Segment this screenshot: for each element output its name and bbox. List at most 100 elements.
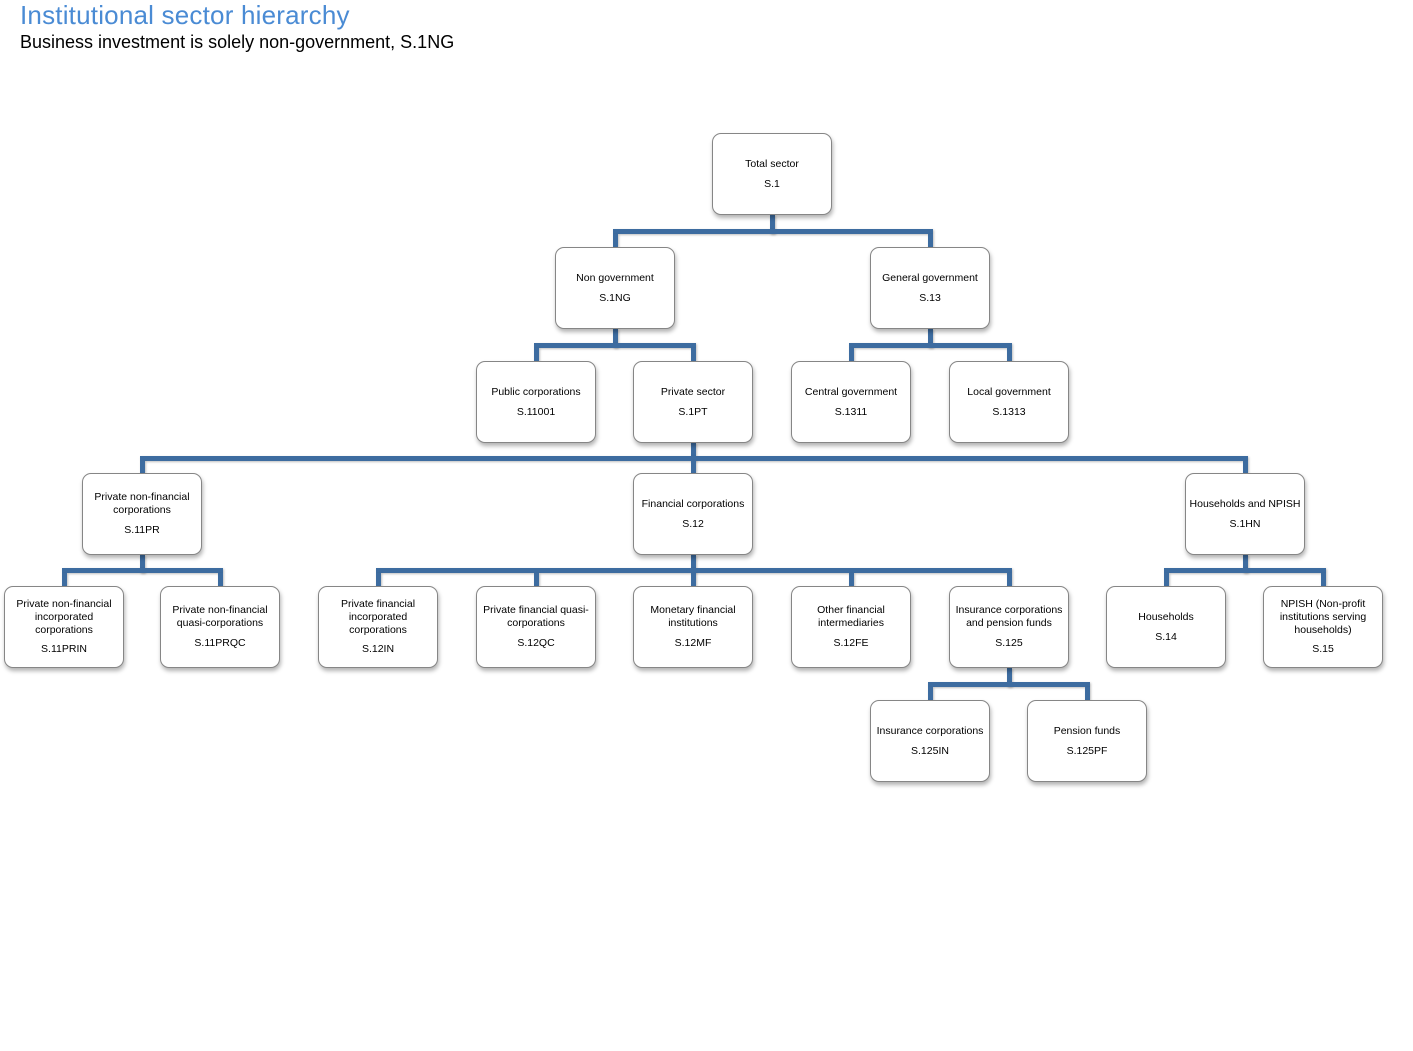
node-code: S.11001	[516, 405, 556, 418]
node-code: S.125	[995, 636, 1023, 649]
connector-segment	[690, 461, 696, 473]
connector-segment	[61, 568, 223, 573]
node-code: S.125IN	[911, 744, 949, 757]
org-node-s125: Insurance corporations and pension funds…	[949, 586, 1069, 668]
node-code: S.1HN	[1229, 517, 1261, 530]
node-label: NPISH (Non-profit institutions serving h…	[1279, 597, 1367, 636]
node-label: Private non-financial quasi-corporations	[172, 604, 268, 630]
org-node-s11prin: Private non-financial incorporated corpo…	[4, 586, 124, 668]
connector-segment	[1242, 555, 1248, 573]
node-label: Public corporations	[491, 385, 581, 398]
node-code: S.12MF	[674, 636, 712, 649]
node-code: S.12QC	[517, 636, 555, 649]
connector-segment	[690, 443, 696, 461]
node-code: S.1313	[992, 405, 1026, 418]
node-code: S.11PRIN	[41, 643, 87, 656]
connector-segment	[927, 234, 933, 247]
connector-segment	[1006, 573, 1012, 586]
node-label: Total sector	[745, 157, 799, 170]
connector-segment	[612, 234, 618, 247]
node-label: Local government	[967, 385, 1051, 398]
node-label: Non government	[576, 271, 654, 284]
connector-segment	[217, 573, 223, 586]
node-label: Private non-financial corporations	[94, 491, 190, 517]
node-code: S.12FE	[833, 636, 869, 649]
connector-segment	[927, 687, 933, 700]
node-label: Private non-financial incorporated corpo…	[16, 597, 112, 636]
node-code: S.11PR	[124, 523, 160, 536]
connector-segment	[1084, 687, 1090, 700]
connector-segment	[1006, 348, 1012, 361]
node-label: General government	[882, 271, 978, 284]
node-code: S.1	[764, 177, 780, 190]
connector-segment	[690, 555, 696, 573]
connector-segment	[1163, 573, 1169, 586]
connector-segment	[61, 573, 67, 586]
connector-segment	[533, 573, 539, 586]
connector-segment	[848, 343, 1012, 348]
connector-segment	[848, 573, 854, 586]
node-code: S.15	[1312, 643, 1334, 656]
node-label: Private sector	[660, 385, 726, 398]
node-label: Private financial incorporated corporati…	[340, 597, 416, 636]
org-node-s11prqc: Private non-financial quasi-corporations…	[160, 586, 280, 668]
connector-segment	[690, 573, 696, 586]
connector-segment	[139, 555, 145, 573]
node-code: S.1PT	[678, 405, 708, 418]
node-code: S.1311	[834, 405, 868, 418]
node-label: Households and NPISH	[1189, 497, 1301, 510]
connector-segment	[927, 682, 1090, 687]
node-label: Other financial intermediaries	[817, 604, 885, 630]
connector-segment	[690, 348, 696, 361]
node-label: Pension funds	[1053, 724, 1121, 737]
connector-segment	[139, 461, 145, 473]
node-label: Insurance corporations and pension funds	[955, 604, 1063, 630]
node-label: Monetary financial institutions	[650, 604, 736, 630]
node-code: S.12	[682, 517, 704, 530]
connector-segment	[927, 329, 933, 348]
node-code: S.1NG	[599, 291, 631, 304]
connector-segment	[375, 573, 381, 586]
org-node-s15: NPISH (Non-profit institutions serving h…	[1263, 586, 1383, 668]
connector-segment	[612, 229, 933, 234]
connector-segment	[533, 348, 539, 361]
node-code: S.12IN	[361, 643, 395, 656]
connector-segment	[1163, 568, 1326, 573]
node-code: S.13	[919, 291, 941, 304]
node-label: Households	[1138, 610, 1194, 623]
page-title: Institutional sector hierarchy	[20, 0, 350, 30]
connector-segment	[1320, 573, 1326, 586]
connector-segment	[533, 343, 696, 348]
node-label: Financial corporations	[641, 497, 745, 510]
node-label: Central government	[804, 385, 898, 398]
connector-segment	[375, 568, 1012, 573]
connector-segment	[769, 215, 775, 234]
connector-segment	[848, 348, 854, 361]
connector-segment	[1242, 461, 1248, 473]
connector-segment	[139, 456, 1248, 461]
connector-segment	[1006, 668, 1012, 687]
node-label: Insurance corporations	[876, 724, 984, 737]
node-label: Private financial quasi-corporations	[483, 604, 589, 630]
connector-segment	[612, 329, 618, 348]
node-code: S.11PRQC	[194, 636, 246, 649]
node-code: S.14	[1155, 630, 1177, 643]
org-node-s12in: Private financial incorporated corporati…	[318, 586, 438, 668]
